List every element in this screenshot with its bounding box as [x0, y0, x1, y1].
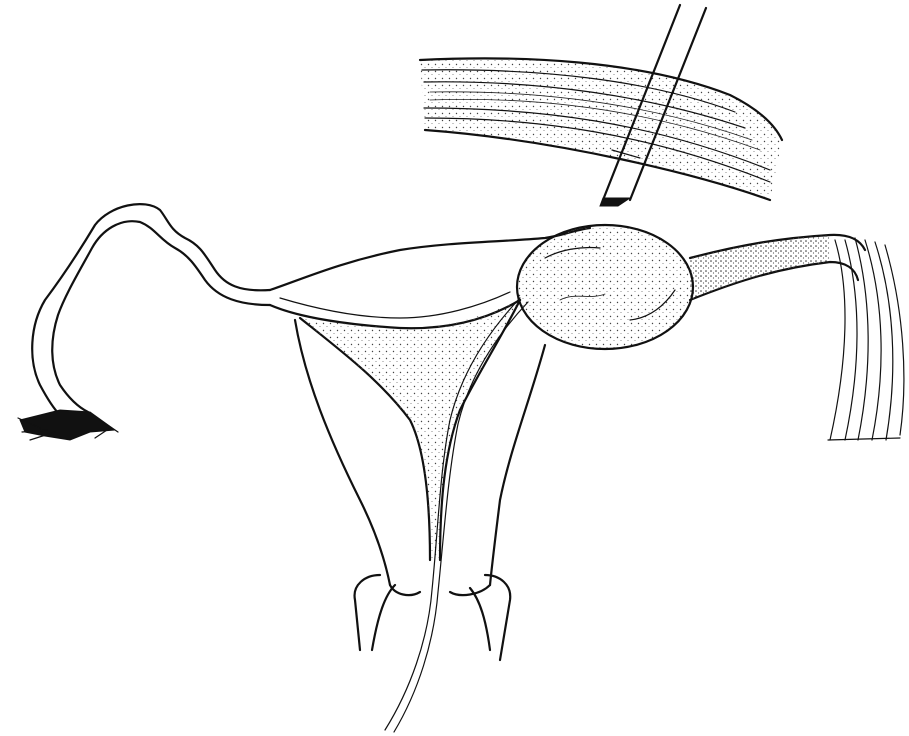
ovarian-mass [517, 225, 693, 349]
left-fallopian-tube [18, 204, 270, 440]
right-fallopian-tube [690, 235, 904, 440]
abdominal-wall [420, 58, 782, 200]
